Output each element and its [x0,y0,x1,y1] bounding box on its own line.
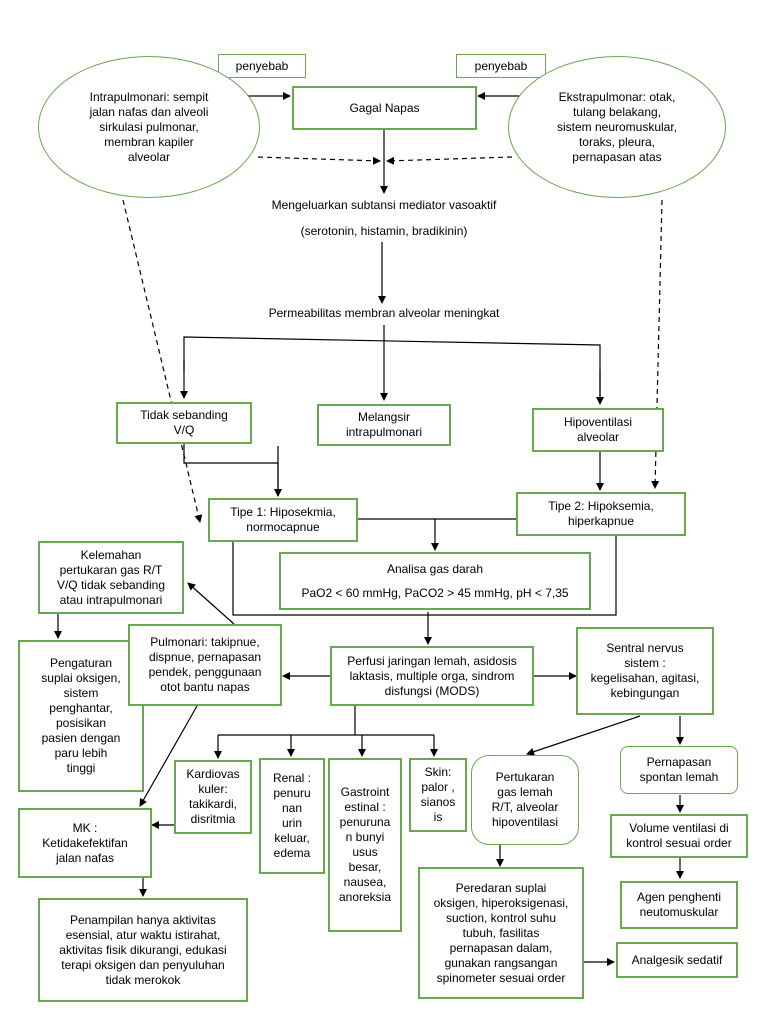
kardiovaskuler-box: Kardiovas kuler: takikardi, disritmia [174,760,252,834]
renal-box: Renal : penuru nan urin keluar, edema [259,758,325,874]
arrow-tidak-to-tipe1 [183,443,282,497]
arrow-tipes-to-analisa [358,518,439,551]
tipe2-box: Tipe 2: Hipoksemia, hiperkapnue [516,492,686,536]
kelemahan-box: Kelemahan pertukaran gas R/T V/Q tidak s… [38,541,184,614]
dashed-intra-to-tipe1 [122,199,203,523]
mediator-text: Mengeluarkan subtansi mediator vasoaktif [271,198,497,212]
analisa-values: PaO2 < 60 mmHg, PaCO2 > 45 mmHg, pH < 7,… [301,585,569,600]
melangsir-box: Melangsir intrapulmonari [317,404,451,446]
analisa-title: Analisa gas darah [386,561,484,576]
analgesik-box: Analgesik sedatif [616,942,738,978]
sentral-box: Sentral nervus sistem : kegelisahan, agi… [576,627,714,715]
gastrointestinal-box: Gastroint estinal : penuruna n bunyi usu… [328,758,402,932]
arrow-pulmonari-to-mk [139,705,198,807]
gagal-napas-box: Gagal Napas [292,86,477,130]
pengaturan-box: Pengaturan suplai oksigen, sistem pengha… [18,640,144,792]
pernapasan-spontan-box: Pernapasan spontan lemah [620,746,738,794]
peredaran-box: Peredaran suplai oksigen, hiperoksigenas… [418,867,584,999]
mediator-examples-text: (serotonin, histamin, bradikinin) [300,224,468,238]
arrow-pulmonari-to-kelemahan [187,582,235,625]
hipoventilasi-box: Hipoventilasi alveolar [532,408,664,452]
penyebab-right-label: penyebab [456,54,546,78]
dashed-ekstra-to-tipe2 [651,199,663,489]
arrow-sentral-to-pertukaran [526,715,641,756]
line-tipe2-to-perfusi [428,535,617,616]
tidak-sebanding-box: Tidak sebanding V/Q [116,402,252,444]
skin-box: Skin: palor , sianos is [409,758,467,832]
pertukaran-ellipse: Pertukaran gas lemah R/T, alveolar hipov… [471,755,579,845]
tipe1-box: Tipe 1: Hiposekmia, normocapnue [208,498,358,542]
intrapulmonari-ellipse: Intrapulmonari: sempit jalan nafas dan a… [38,56,260,198]
dashed-ekstra-to-center [386,156,513,165]
penampilan-box: Penampilan hanya aktivitas esensial, atu… [38,898,248,1002]
pulmonari-box: Pulmonari: takipnue, dispnue, pernapasan… [128,624,282,706]
line-tipe1-to-perfusi [232,541,428,616]
ekstrapulmonar-ellipse: Ekstrapulmonar: otak, tulang belakang, s… [508,56,726,198]
agen-box: Agen penghenti neutomuskular [620,881,738,929]
penyebab-left-label: penyebab [218,54,306,78]
branch-line [183,336,601,396]
mk-box: MK : Ketidakefektifan jalan nafas [18,808,152,878]
perfusi-box: Perfusi jaringan lemah, asidosis laktasi… [330,646,534,706]
permeabilitas-text: Permeabilitas membran alveolar meningkat [268,306,500,320]
analisa-box: Analisa gas darah PaO2 < 60 mmHg, PaCO2 … [279,552,591,610]
dashed-intra-to-center [257,156,381,165]
volume-box: Volume ventilasi di kontrol sesuai order [610,814,748,858]
